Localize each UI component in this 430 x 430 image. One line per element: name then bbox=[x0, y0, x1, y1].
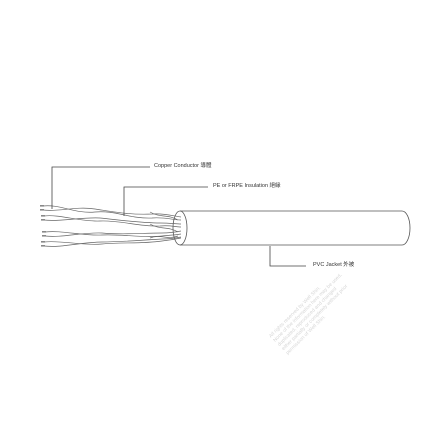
wire-1a bbox=[42, 205, 182, 221]
conductor-tip bbox=[41, 215, 45, 217]
copper-tips bbox=[40, 205, 46, 247]
wire-1b bbox=[42, 207, 182, 218]
wire-2b bbox=[43, 217, 182, 225]
pvc-jacket bbox=[172, 210, 411, 246]
wire-4a bbox=[43, 237, 182, 245]
insulation-label: PE or FRPE Insulation 絕緣 bbox=[213, 183, 281, 189]
leader-copper bbox=[51, 166, 150, 209]
conductor-tip bbox=[41, 245, 45, 247]
wire-3a bbox=[44, 231, 182, 237]
jacket-outline bbox=[180, 210, 411, 246]
conductor-tip bbox=[41, 219, 45, 221]
leader-lines bbox=[51, 166, 306, 267]
twist-hint-1 bbox=[149, 211, 179, 221]
wire-4b bbox=[43, 236, 182, 247]
conductor-tip bbox=[40, 205, 44, 207]
conductor-tip bbox=[41, 241, 45, 243]
pvc-jacket-label: PVC Jacket 外被 bbox=[313, 262, 355, 268]
twisted-pairs bbox=[42, 205, 182, 247]
conductor-tip bbox=[42, 231, 46, 233]
conductor-tip bbox=[42, 235, 46, 237]
twist-hint-2 bbox=[149, 223, 179, 233]
jacket-cut-end bbox=[172, 210, 188, 246]
conductor-tip bbox=[40, 209, 44, 211]
copper-conductor-label: Copper Conductor 導體 bbox=[154, 163, 212, 169]
leader-insulation bbox=[123, 186, 208, 216]
wire-2a bbox=[43, 215, 182, 228]
wire-3b bbox=[44, 230, 182, 237]
twist-hint-3 bbox=[149, 235, 179, 239]
leader-jacket bbox=[269, 246, 306, 267]
